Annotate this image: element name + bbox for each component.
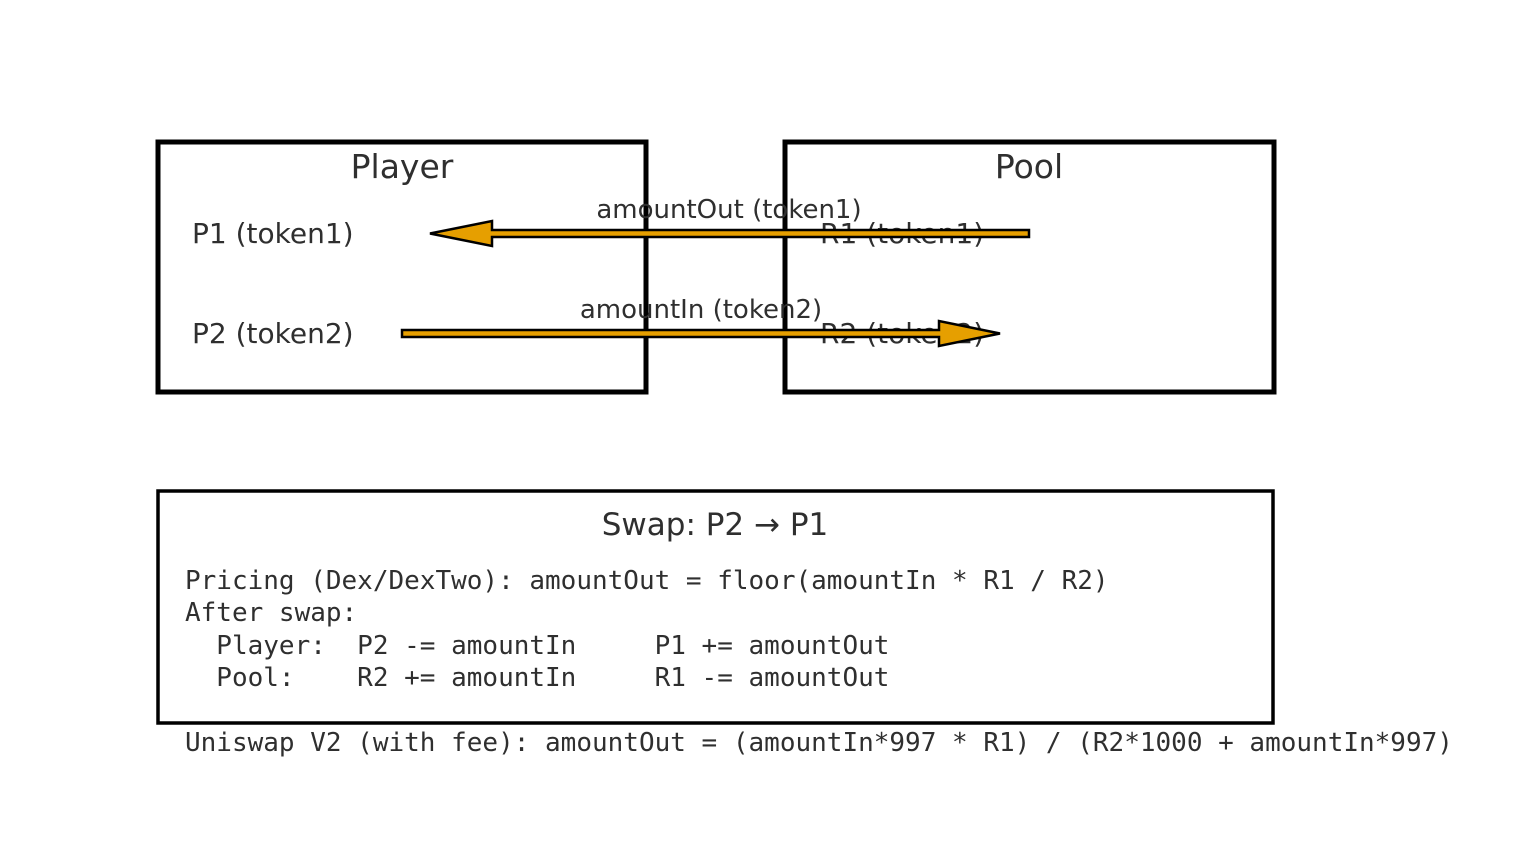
pool-title: Pool [995, 147, 1063, 186]
amount-in-arrow [400, 319, 1001, 348]
swap-summary-box [156, 489, 1275, 725]
amount-out-arrow [429, 219, 1031, 248]
player-title: Player [351, 147, 454, 186]
swap-title: Swap: P2 → P1 [602, 507, 829, 543]
player-box [155, 139, 649, 395]
player-balance-change: Player: P2 -= amountIn P1 += amountOut [185, 631, 889, 661]
amount-in-label: amountIn (token2) [580, 295, 822, 325]
after-swap-heading: After swap: [185, 598, 357, 628]
player-p1-label: P1 (token1) [192, 217, 354, 250]
pool-box [782, 139, 1277, 395]
pricing-formula: Pricing (Dex/DexTwo): amountOut = floor(… [185, 566, 1109, 596]
pool-balance-change: Pool: R2 += amountIn R1 -= amountOut [185, 663, 889, 693]
uniswap-formula: Uniswap V2 (with fee): amountOut = (amou… [185, 728, 1453, 758]
player-p2-label: P2 (token2) [192, 317, 354, 350]
amount-out-label: amountOut (token1) [596, 195, 861, 225]
